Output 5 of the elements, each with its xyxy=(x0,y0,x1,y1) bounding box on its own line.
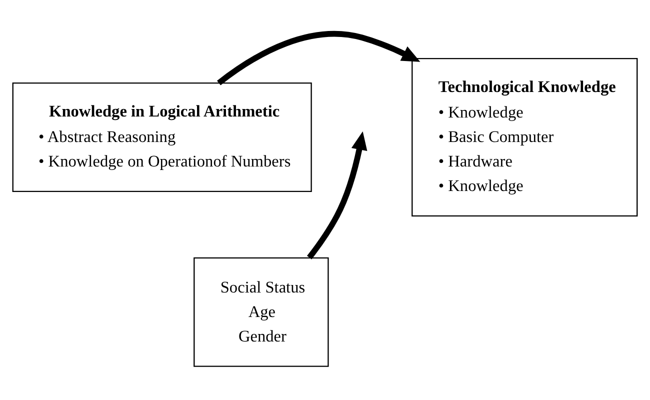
node-box: Social Status Age Gender xyxy=(194,257,329,367)
node-box: Technological Knowledge • Knowledge • Basic Computer • Hardware • Knowledge xyxy=(412,58,638,217)
node-box: Knowledge in Logical Arithmetic • Abstract Reasoning • Knowledge on Operationof Numbers xyxy=(12,82,312,192)
arrow xyxy=(217,31,420,86)
arrow xyxy=(306,131,368,260)
